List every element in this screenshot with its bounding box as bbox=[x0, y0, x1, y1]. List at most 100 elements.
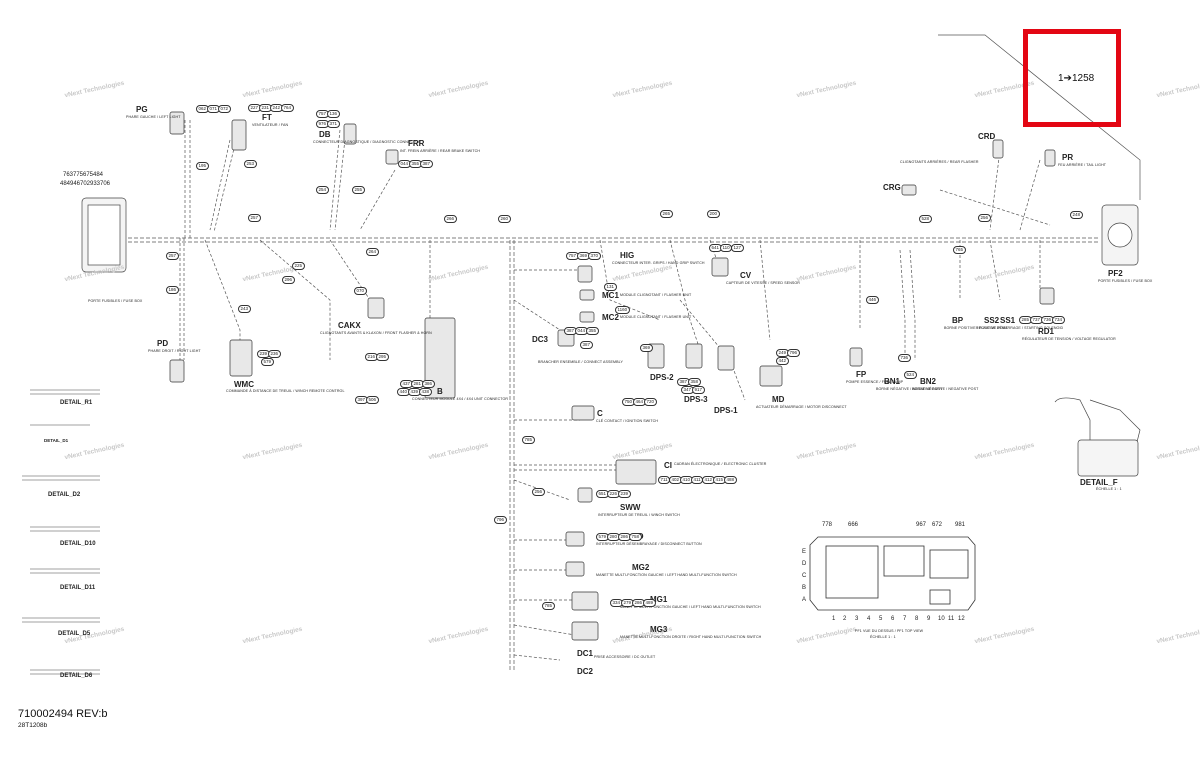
fuse-col-label: 5 bbox=[879, 616, 883, 622]
wire-tag: 355 bbox=[586, 327, 599, 335]
wire-tag: 127 bbox=[731, 244, 744, 252]
connector-label: FRR bbox=[408, 139, 425, 148]
wire-tag: 371 bbox=[327, 120, 340, 128]
fuse-label: 484 bbox=[60, 181, 71, 187]
connector-label: PG bbox=[136, 105, 148, 114]
wire-tag: 256 bbox=[532, 488, 545, 496]
sub-number: 28T1208b bbox=[18, 722, 48, 729]
connector-desc: MANETTE MULTI-FONCTION GAUCHE / LEFT HAN… bbox=[620, 605, 761, 609]
front-fuse-box-caption: PORTE FUSIBLES / FUSE BOX bbox=[88, 299, 143, 303]
fuse-box-outline bbox=[809, 536, 976, 611]
connector-desc: CLIGNOTANTS AVANTS & KLAXON / FRONT FLAS… bbox=[320, 331, 432, 335]
wire-tag: 260 bbox=[498, 215, 511, 223]
wire-tag: 186 bbox=[166, 286, 179, 294]
wire-tag: 758 bbox=[629, 533, 642, 541]
wire-tag: 255 bbox=[352, 186, 365, 194]
fuse-row-label: A bbox=[802, 597, 807, 603]
connector-label: DC2 bbox=[577, 667, 594, 676]
detail-label: DETAIL_R1 bbox=[60, 400, 93, 406]
connector-label: DPS-3 bbox=[684, 395, 708, 404]
connector-desc: RELAIS DE DÉMARRAGE / STARTING SOLENOID bbox=[976, 326, 1064, 330]
part-number: 710002494 REV:b bbox=[18, 708, 108, 720]
wire-tag: 528 bbox=[919, 215, 932, 223]
fuse-row-label: E bbox=[802, 549, 807, 555]
wire-tag: 264 bbox=[366, 248, 379, 256]
fuse-label: 675 bbox=[83, 172, 94, 178]
connector-label: HIG bbox=[620, 251, 635, 260]
wire-tag: 796 bbox=[787, 349, 800, 357]
connector-label: DPS-2 bbox=[650, 373, 674, 382]
fuse-box-top-label: 666 bbox=[848, 522, 859, 528]
connector-label: MC1 bbox=[602, 291, 619, 300]
fuse-col-label: 6 bbox=[891, 616, 895, 622]
fuse-box-top-label: 967 bbox=[916, 522, 927, 528]
wire-tag: 253 bbox=[244, 160, 257, 168]
fuse-box-top-label: 778 bbox=[822, 522, 833, 528]
connector-desc: COMMANDE À DISTANCE DE TREUIL / WINCH RE… bbox=[226, 389, 345, 393]
wire-tag: 442 bbox=[776, 357, 789, 365]
wire-tag: 524 bbox=[904, 371, 917, 379]
connector-desc: BORNE NÉGATIVE / NEGATIVE POST bbox=[876, 387, 943, 391]
connector-label: FP bbox=[856, 370, 867, 379]
connector-desc: FEU ARRIÈRE / TAIL LIGHT bbox=[1058, 163, 1107, 167]
connector-label: RD1 bbox=[1038, 327, 1055, 336]
wire-tag: 387 bbox=[420, 160, 433, 168]
wire-tag: 136 bbox=[327, 110, 340, 118]
fuse-box-top-label: 672 bbox=[932, 522, 943, 528]
connector-desc: CONNECTEUR INTER. GRIPS / HAND GRIP SWIT… bbox=[612, 261, 705, 265]
wire-tag: 256 bbox=[978, 214, 991, 222]
connector-desc: MANETTE MULTI-FONCTION DROITE / RIGHT HA… bbox=[620, 635, 762, 639]
wire-tag: 266 bbox=[444, 215, 457, 223]
wire-tag: 257 bbox=[166, 252, 179, 260]
connector-desc: CONNECTEUR DIAGNOSTIQUE / DIAGNOSTIC CON… bbox=[313, 140, 421, 144]
fuse-col-label: 8 bbox=[915, 616, 919, 622]
connector-desc: BORNE POSITIVE / POSITIVE POST bbox=[944, 326, 1008, 330]
connector-desc: PHARE DROIT / RIGHT LIGHT bbox=[148, 349, 201, 353]
detail-label: DETAIL_D5 bbox=[58, 631, 91, 637]
wire-tag: 225 bbox=[292, 262, 305, 270]
wire-tag: 796 bbox=[494, 516, 507, 524]
wire-tag: 488 bbox=[724, 476, 737, 484]
connector-label: SWW bbox=[620, 503, 641, 512]
connector-desc: PRISE ACCESSOIRE / DC OUTLET bbox=[594, 655, 656, 659]
connector-label: DPS-1 bbox=[714, 406, 738, 415]
fuse-label: 946 bbox=[70, 181, 81, 187]
fuse-col-label: 2 bbox=[843, 616, 847, 622]
connector-label: MG3 bbox=[650, 625, 668, 634]
fuse-col-label: 9 bbox=[927, 616, 931, 622]
connector-desc: PORTE FUSIBLES / FUSE BOX bbox=[1098, 279, 1153, 283]
connector-desc: MODULE CLIGNOTANT / FLASHER UNIT bbox=[620, 315, 692, 319]
detail-label: DETAIL_D1 bbox=[44, 438, 69, 443]
connector-desc: VENTILATEUR / FAN bbox=[252, 123, 289, 127]
connector-desc: INTERRUPTEUR DÉSEMBRAYAGE / DISCONNECT B… bbox=[596, 542, 702, 546]
fuse-col-label: 1 bbox=[832, 616, 836, 622]
fuse-box-subcaption: ÉCHELLE 1 : 1 bbox=[870, 635, 896, 639]
connector-desc: MODULE CLIGNOTANT / FLASHER UNIT bbox=[620, 293, 692, 297]
connector-label: SS1 bbox=[1000, 316, 1016, 325]
fuse-col-label: 3 bbox=[855, 616, 859, 622]
wire-tag: 438 bbox=[419, 388, 432, 396]
wire-tag: 506 bbox=[366, 396, 379, 404]
connector-label: WMC bbox=[234, 380, 254, 389]
connector-label: MD bbox=[772, 395, 785, 404]
connector-desc: CONNECTEUR MODULE 4X4 / 4X4 UNIT CONNECT… bbox=[412, 397, 509, 401]
detail-f-scale: ÉCHELLE 1 : 1 bbox=[1096, 487, 1122, 491]
wire-tag: 489 bbox=[643, 599, 656, 607]
connector-label: CRG bbox=[883, 183, 901, 192]
connector-desc: RÉGULATEUR DE TENSION / VOLTAGE REGULATO… bbox=[1022, 337, 1116, 341]
wire-tag: 200 bbox=[707, 210, 720, 218]
connector-desc: CAPTEUR DE VITESSE / SPEED SENSOR bbox=[726, 281, 800, 285]
wire-tag: 295 bbox=[376, 353, 389, 361]
wire-tag: 254 bbox=[316, 186, 329, 194]
connector-desc: CLÉ CONTACT / IGNITION SWITCH bbox=[596, 419, 659, 423]
detail-label: DETAIL_D6 bbox=[60, 673, 93, 679]
wire-tag: 785 bbox=[522, 436, 535, 444]
wire-tag: 072 bbox=[218, 105, 231, 113]
fuse-col-label: 12 bbox=[958, 616, 965, 622]
wire-tag: 387 bbox=[580, 341, 593, 349]
connector-label: DC1 bbox=[577, 649, 594, 658]
connector-desc: ACTUATEUR DÉMARRAGE / MOTOR DISCONNECT bbox=[756, 405, 847, 409]
wire-tag: 785 bbox=[542, 602, 555, 610]
fuse-box-top-label: 981 bbox=[955, 522, 966, 528]
fuse-col-label: 7 bbox=[903, 616, 907, 622]
